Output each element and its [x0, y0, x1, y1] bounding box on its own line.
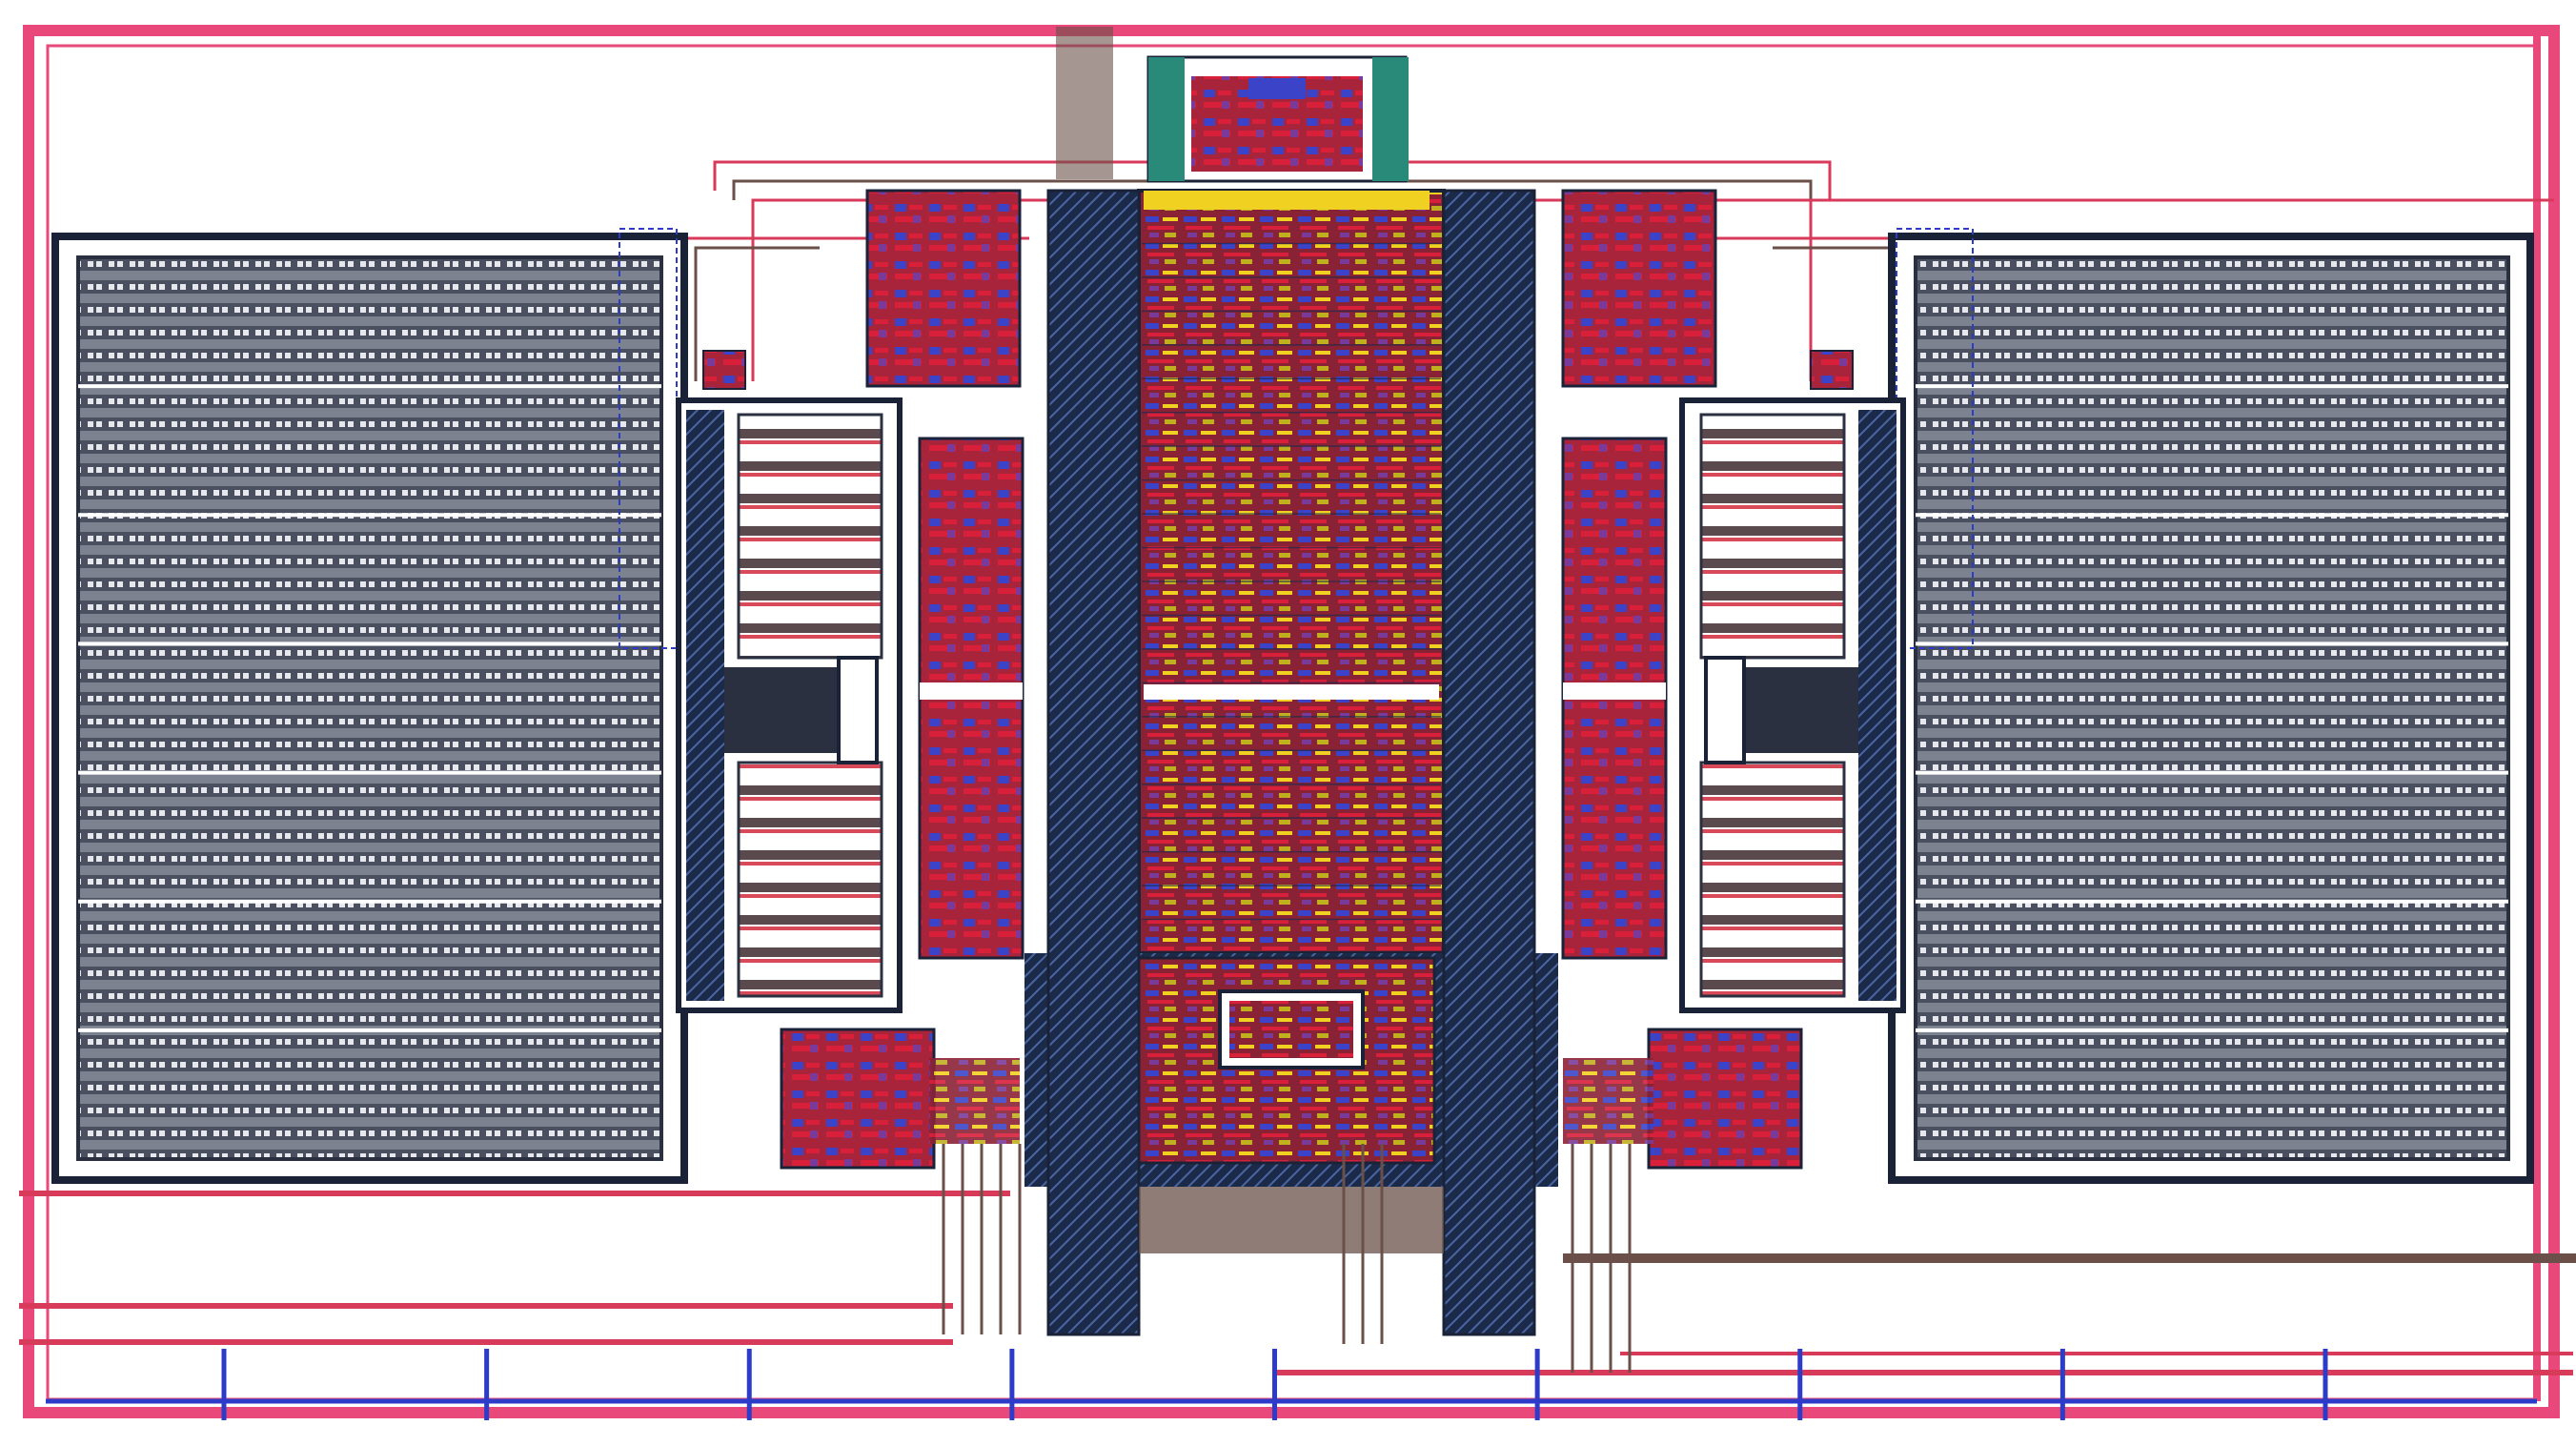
right-cell-column	[1561, 437, 1668, 960]
bottom-pin-row	[46, 1349, 2537, 1420]
bottom-pins	[221, 1349, 2328, 1420]
small-pad-cells	[702, 350, 1854, 390]
right-resistor-bank	[1679, 397, 1906, 1013]
top-io-block	[1056, 27, 1409, 183]
bottom-left-cell-cluster	[780, 1028, 1020, 1170]
left-vertical-bus	[1046, 189, 1141, 1336]
right-vertical-bus	[1442, 189, 1536, 1336]
left-capacitor-array	[51, 228, 688, 1184]
bottom-right-cell-cluster	[1563, 1028, 1803, 1170]
right-capacitor-array	[1888, 228, 2534, 1184]
center-bus-bridge	[1139, 1187, 1444, 1253]
top-right-cell-cluster	[1561, 189, 1717, 388]
left-resistor-bank	[676, 397, 903, 1013]
left-cell-column	[918, 437, 1024, 960]
bottom-feed-lines	[942, 1144, 1632, 1373]
top-left-cell-cluster	[865, 189, 1022, 388]
core-logic	[1137, 189, 1446, 955]
